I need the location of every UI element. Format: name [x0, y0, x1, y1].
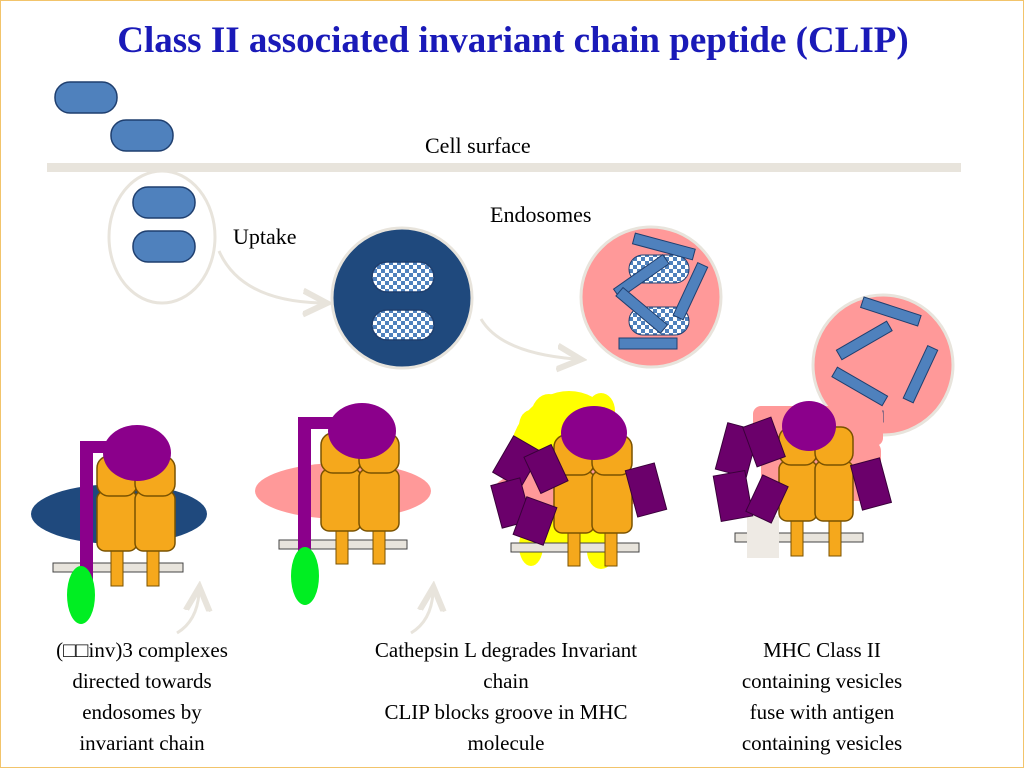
antigen-pill: [132, 186, 196, 219]
peptide-fragments: [612, 232, 709, 350]
caption-line: MHC Class II: [763, 638, 881, 662]
caption-cathepsin: Cathepsin L degrades Invariant chain CLI…: [331, 635, 681, 759]
caption-vesicle-fusion: MHC Class II containing vesicles fuse wi…: [701, 635, 943, 759]
caption-invariant-complexes: (□□inv)3 complexes directed towards endo…: [11, 635, 273, 759]
caption-line: chain: [483, 669, 529, 693]
caption-line: molecule: [467, 731, 545, 755]
caption-line: containing vesicles: [741, 669, 903, 693]
antigen-pill: [110, 119, 174, 152]
slide-title: Class II associated invariant chain pept…: [117, 20, 909, 61]
step-arrow: [410, 593, 433, 635]
cell-surface-label: Cell surface: [425, 133, 531, 158]
mhc-fusion-complex: [712, 401, 893, 558]
endosomes-label: Endosomes: [490, 202, 592, 227]
caption-line: fuse with antigen: [749, 700, 895, 724]
processed-antigen: [371, 261, 435, 293]
caption-line: (□□inv)3 complexes: [56, 638, 228, 662]
maturation-arrow: [479, 318, 575, 359]
invariant-chain-fragments: [712, 416, 893, 524]
caption-line: endosomes by: [82, 700, 202, 724]
caption-line: directed towards: [72, 669, 212, 693]
antigen-pill: [132, 230, 196, 263]
caption-line: Cathepsin L degrades Invariant: [374, 638, 638, 662]
invariant-chain-fragments: [490, 435, 668, 546]
processed-antigen: [371, 309, 435, 341]
caption-line: containing vesicles: [741, 731, 903, 755]
uptake-arrow: [217, 250, 321, 303]
mhc-invariant-complex-1: [31, 425, 207, 624]
early-endosome: [330, 226, 474, 370]
caption-line: CLIP blocks groove in MHC: [384, 700, 628, 724]
antigen-pill: [54, 81, 118, 114]
mhc-degradation-complex: [490, 391, 668, 569]
caption-line: invariant chain: [79, 731, 205, 755]
cell-membrane: [47, 163, 961, 172]
mhc-invariant-complex-2: [255, 403, 431, 605]
uptake-label: Uptake: [233, 224, 297, 249]
step-arrow: [176, 593, 199, 635]
